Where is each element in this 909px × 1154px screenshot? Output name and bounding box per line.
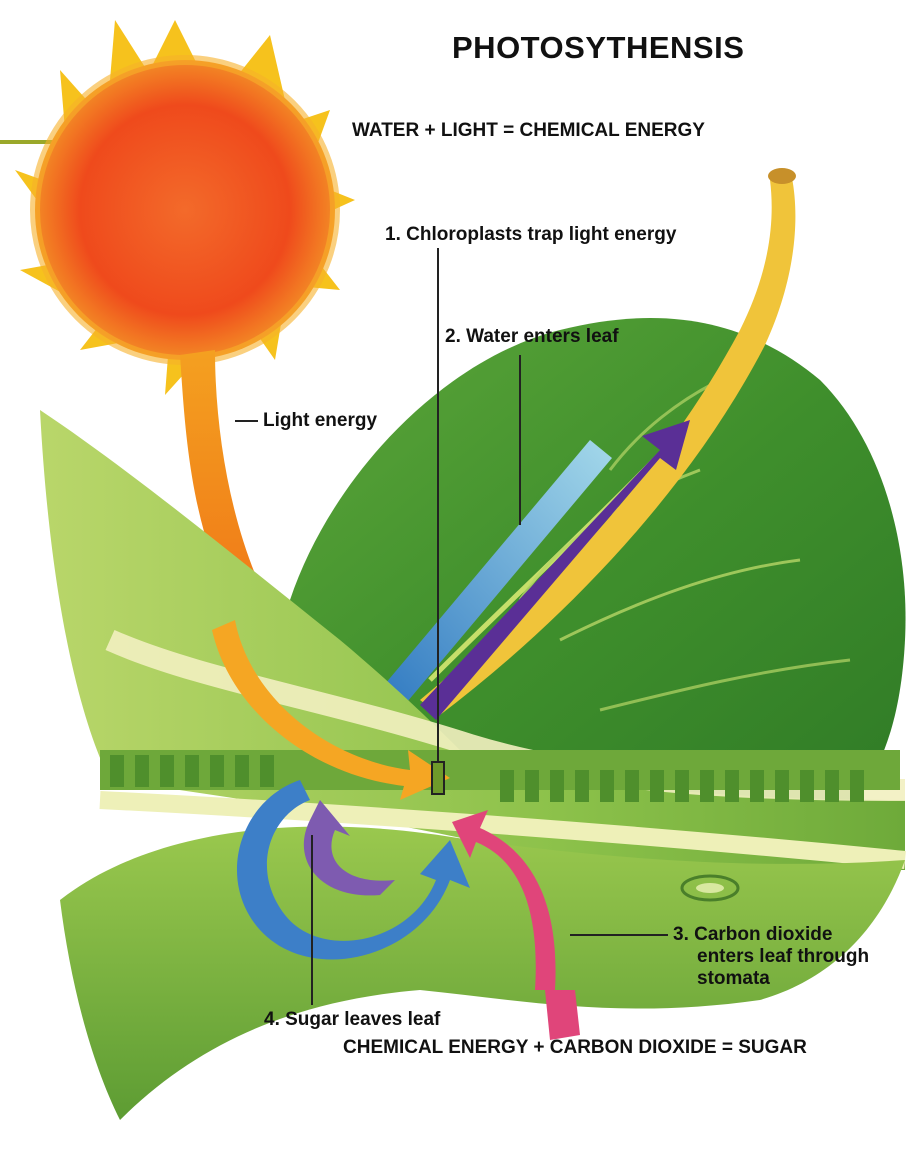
step1-label: 1. Chloroplasts trap light energy — [385, 224, 676, 246]
chloroplast-icon — [432, 762, 444, 794]
light-energy-label: Light energy — [263, 410, 377, 432]
step3-line3: stomata — [673, 968, 908, 990]
step3-label: 3. Carbon dioxide enters leaf through st… — [673, 924, 908, 990]
step2-label: 2. Water enters leaf — [445, 326, 619, 348]
step3-line1: 3. Carbon dioxide — [673, 924, 832, 945]
step3-line2: enters leaf through — [673, 946, 908, 968]
diagram-title: PHOTOSYTHENSIS — [452, 30, 744, 66]
step4-label: 4. Sugar leaves leaf — [264, 1009, 440, 1031]
equation-bottom: CHEMICAL ENERGY + CARBON DIOXIDE = SUGAR — [343, 1037, 807, 1059]
sun-icon — [15, 20, 355, 395]
equation-top: WATER + LIGHT = CHEMICAL ENERGY — [352, 120, 705, 142]
